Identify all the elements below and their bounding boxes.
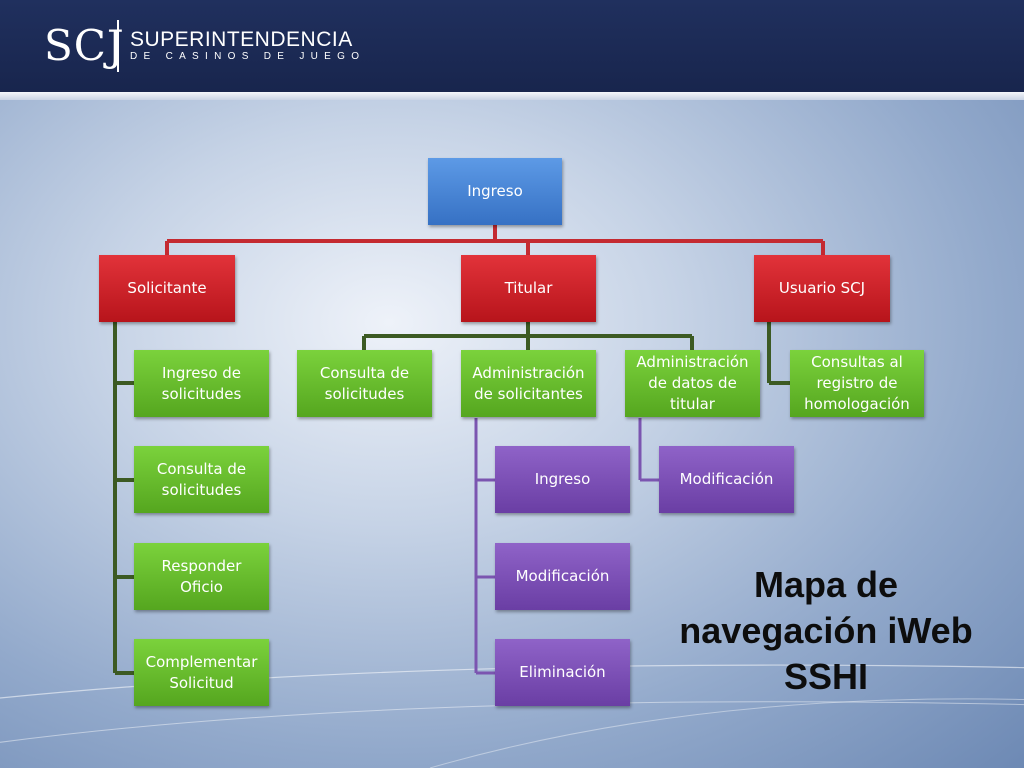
node-titular: Titular: [461, 255, 596, 322]
titular-connectors: [362, 322, 694, 350]
node-responder-oficio: Responder Oficio: [134, 543, 269, 610]
node-administracion-de-datos-de-titular: Administración de datos de titular: [625, 350, 760, 417]
node-solicitante: Solicitante: [99, 255, 235, 322]
node-consultas-registro-homologacion: Consultas al registro de homologación: [790, 350, 924, 417]
logo-title: SUPERINTENDENCIA: [130, 28, 353, 51]
caption-line-2: navegación iWeb: [679, 610, 973, 651]
header-divider: [0, 92, 1024, 100]
solicitante-connectors: [113, 322, 134, 675]
logo-separator: [117, 20, 119, 72]
node-usuario-scj: Usuario SCJ: [754, 255, 890, 322]
node-ingreso-root: Ingreso: [428, 158, 562, 225]
node-admin-ingreso: Ingreso: [495, 446, 630, 513]
header-bar: SCJ SUPERINTENDENCIA DE CASINOS DE JUEGO: [0, 0, 1024, 92]
root-connectors: [165, 225, 825, 255]
usuario-connectors: [767, 322, 790, 385]
node-ingreso-de-solicitudes: Ingreso de solicitudes: [134, 350, 269, 417]
node-admin-eliminacion: Eliminación: [495, 639, 630, 706]
caption-line-3: SSHI: [783, 656, 869, 697]
node-consulta-de-solicitudes-solicitante: Consulta de solicitudes: [134, 446, 269, 513]
admin-titular-connectors: [638, 418, 659, 482]
node-administracion-de-solicitantes: Administración de solicitantes: [461, 350, 596, 417]
logo-subtitle: DE CASINOS DE JUEGO: [130, 51, 366, 62]
node-admin-modificacion: Modificación: [495, 543, 630, 610]
node-consulta-de-solicitudes-titular: Consulta de solicitudes: [297, 350, 432, 417]
node-titular-modificacion: Modificación: [659, 446, 794, 513]
slide-caption: Mapa de navegación iWeb SSHI: [640, 562, 1012, 700]
logo-mark: SCJ: [44, 21, 125, 70]
caption-line-1: Mapa de: [753, 564, 899, 605]
node-complementar-solicitud: Complementar Solicitud: [134, 639, 269, 706]
admin-solicitantes-connectors: [474, 418, 495, 675]
